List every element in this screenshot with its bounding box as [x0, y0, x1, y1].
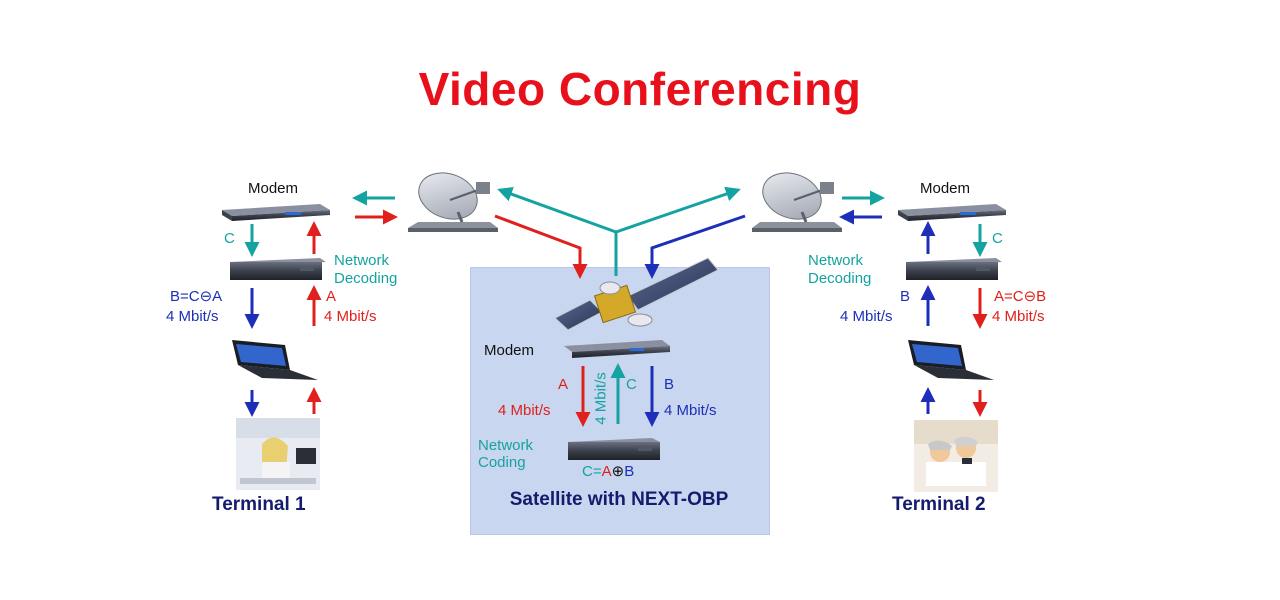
right-down-formula: A=C⊖B [994, 288, 1047, 305]
left-down-label: C [224, 230, 235, 247]
left-modem-icon [222, 204, 330, 221]
terminal-1-photo [236, 418, 320, 490]
left-down-formula: B=C⊖A [170, 288, 223, 305]
satellite-modem-icon [564, 340, 670, 358]
satellite-caption: Satellite with NEXT-OBP [509, 489, 729, 510]
formula-a: A [601, 463, 612, 480]
left-up-label: A [326, 288, 337, 305]
left-laptop-icon [232, 340, 318, 380]
satellite-modem-label: Modem [484, 342, 535, 359]
satellite-c-label: C [626, 376, 637, 393]
right-up-label: B [900, 288, 911, 305]
right-dish-icon [752, 172, 842, 232]
left-up-rate: 4 Mbit/s [324, 308, 377, 325]
formula-b: B [624, 463, 635, 480]
network-coding-label-2: Coding [478, 454, 526, 471]
satellite-b-label: B [664, 376, 675, 393]
right-decoding-label-1: Network [808, 252, 864, 269]
left-decoding-label-2: Decoding [334, 270, 398, 287]
network-coder-icon [568, 438, 660, 460]
terminal-2-photo [914, 420, 998, 492]
left-decoder-icon [230, 258, 326, 280]
right-laptop-icon [908, 340, 994, 380]
right-up-rate: 4 Mbit/s [840, 308, 893, 325]
left-down-rate: 4 Mbit/s [166, 308, 219, 325]
satellite-icon [554, 257, 719, 331]
satellite-a-rate: 4 Mbit/s [498, 402, 551, 419]
right-down-rate: 4 Mbit/s [992, 308, 1045, 325]
right-modem-label: Modem [920, 180, 971, 197]
coding-formula: C=A⊕B [582, 463, 634, 480]
satellite-c-rate-vertical: 4 Mbit/s [592, 372, 610, 425]
satellite-b-rate: 4 Mbit/s [664, 402, 717, 419]
left-modem-label: Modem [248, 180, 299, 197]
formula-op: ⊕ [611, 463, 625, 480]
left-dish-icon [408, 172, 498, 232]
terminal-1-label: Terminal 1 [212, 494, 306, 515]
right-decoding-label-2: Decoding [808, 270, 872, 287]
terminal-2-label: Terminal 2 [892, 494, 986, 515]
right-down-label: C [992, 230, 1003, 247]
right-modem-icon [898, 204, 1006, 221]
satellite-a-label: A [558, 376, 569, 393]
formula-c: C= [582, 463, 602, 480]
page-title: Video Conferencing [418, 63, 862, 115]
left-decoding-label-1: Network [334, 252, 390, 269]
right-decoder-icon [906, 258, 1002, 280]
network-coding-label-1: Network [478, 437, 534, 454]
